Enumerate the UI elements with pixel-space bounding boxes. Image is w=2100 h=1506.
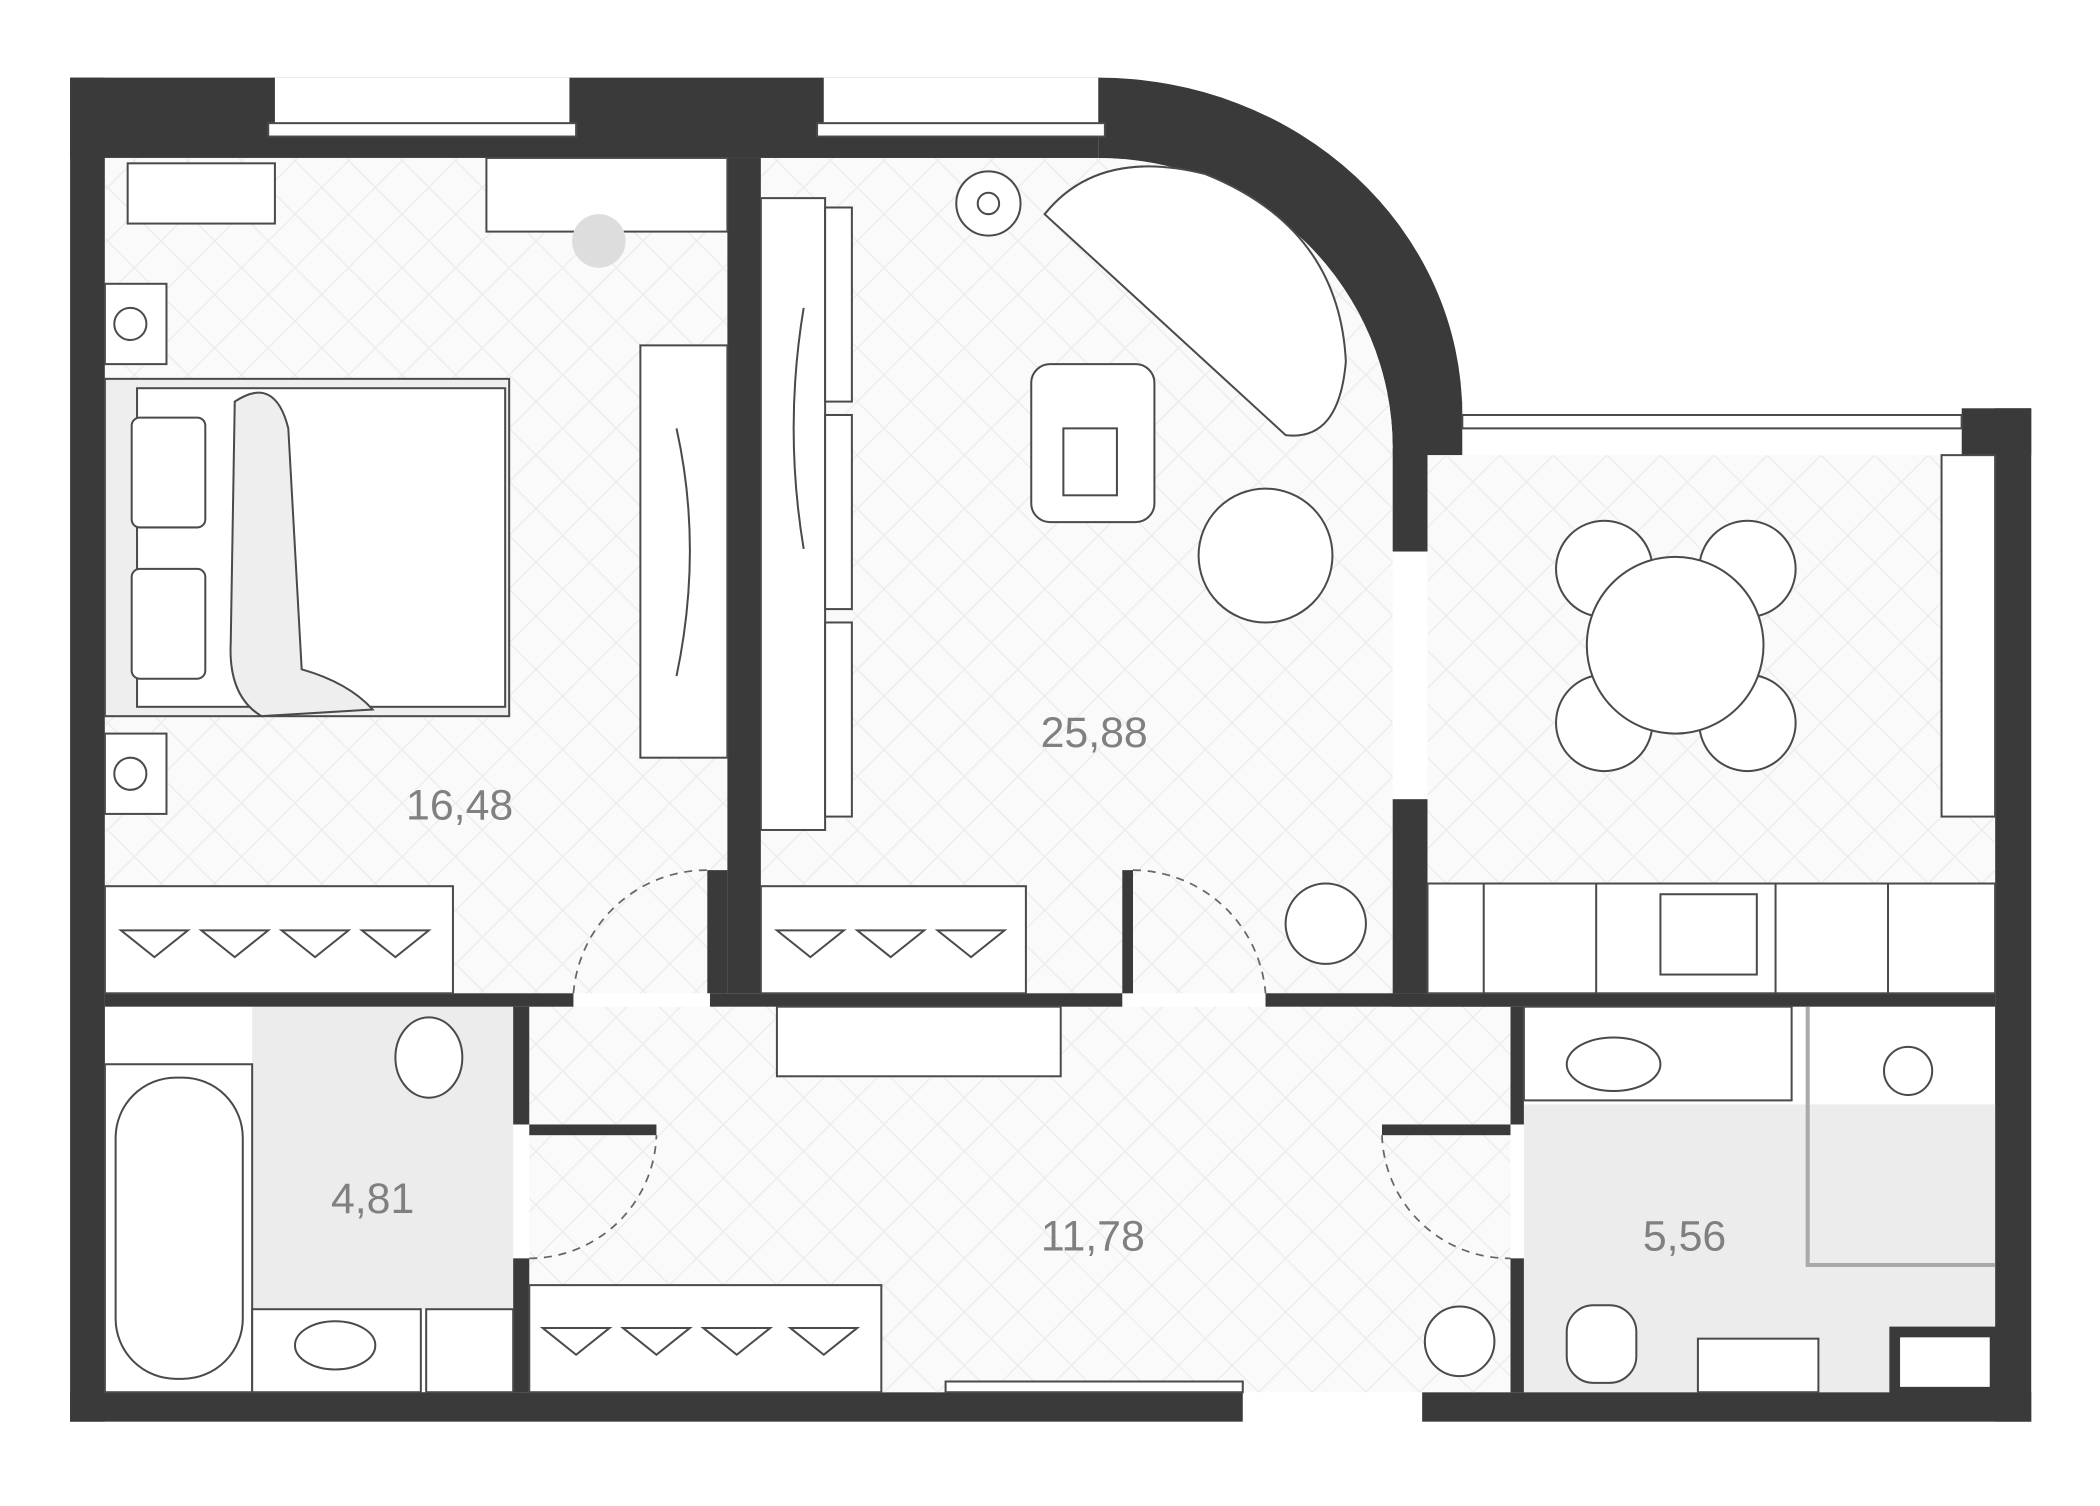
towel-rail: [1696, 1337, 1820, 1394]
shower-drain: [1882, 1045, 1934, 1097]
blanket: [229, 391, 375, 718]
living-furniture: [759, 165, 1367, 995]
toilet: [394, 1016, 464, 1099]
laptop: [1062, 427, 1118, 497]
wardrobe: [103, 885, 454, 995]
wardrobe: [759, 197, 827, 831]
area-label-bathroom-1: 4,81: [331, 1175, 414, 1223]
sofa: [1043, 165, 1347, 437]
washbasin: [293, 1320, 377, 1371]
windows: [267, 77, 1963, 456]
area-label-living-kitchen: 25,88: [1041, 709, 1148, 757]
bench: [775, 1005, 1062, 1078]
kitchen-furniture: [1426, 454, 1997, 995]
pillow: [130, 567, 207, 680]
doormat: [944, 1380, 1244, 1394]
chair: [572, 214, 626, 268]
washbasin: [1565, 1036, 1662, 1093]
shower-glass: [1805, 1006, 1996, 1268]
area-label-hallway: 11,78: [1041, 1212, 1145, 1260]
area-label-bathroom-2: 5,56: [1643, 1212, 1726, 1260]
hall-wardrobe: [528, 1284, 883, 1394]
toilet: [1565, 1304, 1638, 1384]
tv-stand: [759, 885, 1027, 995]
interior-walls: [104, 157, 2001, 1398]
armchair: [1197, 487, 1334, 624]
kitchen-counter: [1426, 882, 1997, 995]
tv: [1940, 454, 1997, 818]
area-label-bedroom: 16,48: [406, 781, 513, 829]
boiler: [1423, 1305, 1496, 1378]
dining-table: [1585, 555, 1765, 735]
area-labels: 16,48 25,88 4,81 11,78 5,56: [331, 709, 1726, 1260]
door-swings: [529, 869, 1511, 1260]
plant: [955, 170, 1022, 237]
pillow: [130, 416, 207, 529]
hall-bath-fixtures: [103, 1005, 1996, 1394]
plant: [1284, 882, 1367, 965]
sink: [1659, 893, 1758, 976]
bookshelf: [126, 162, 276, 225]
wardrobe: [639, 344, 729, 759]
washing-machine: [425, 1308, 515, 1394]
coffee-table: [1030, 363, 1156, 524]
bedroom-furniture: [103, 156, 729, 995]
